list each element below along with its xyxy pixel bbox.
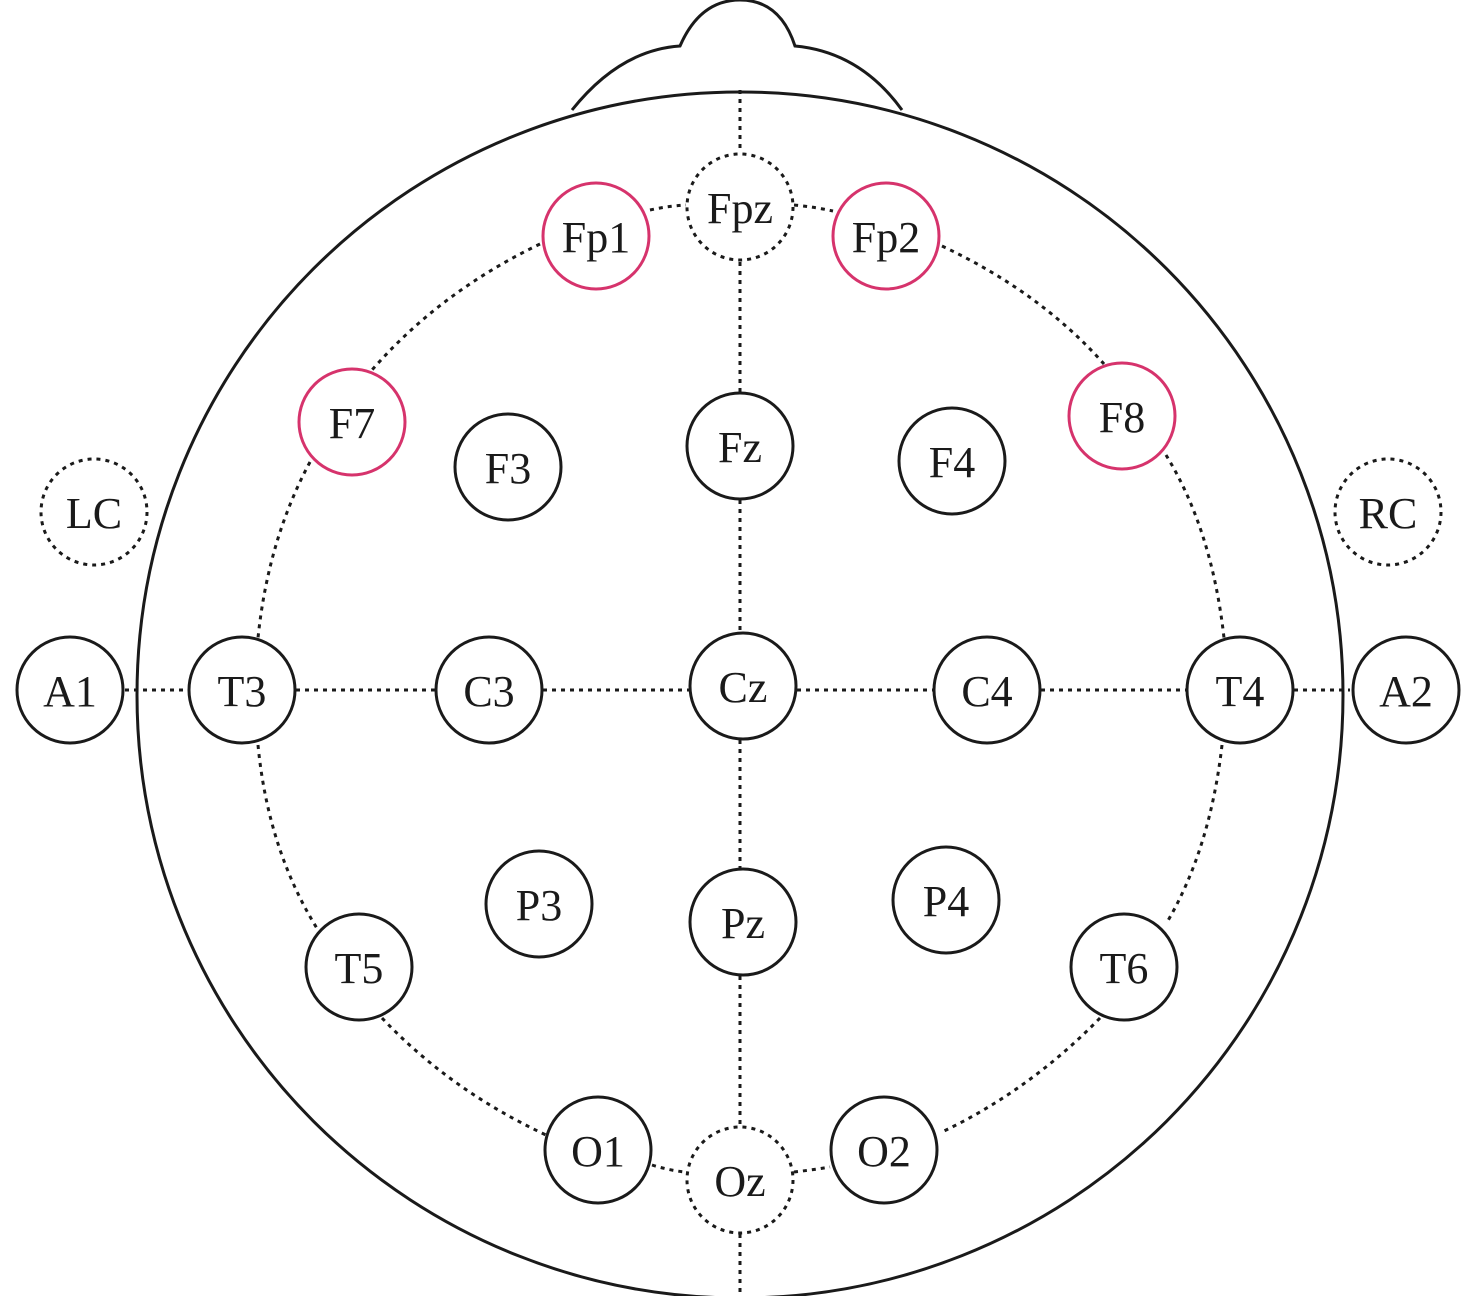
electrode-o1: O1 <box>543 1095 653 1205</box>
electrode-circle <box>685 152 795 262</box>
electrode-fpz: Fpz <box>685 152 795 262</box>
reference-lines <box>125 90 1350 1296</box>
electrode-label: F4 <box>929 438 975 487</box>
electrode-label: A1 <box>43 667 97 716</box>
ring-segment <box>941 244 1106 365</box>
electrode-c4: C4 <box>932 635 1042 745</box>
electrode-circle <box>187 635 297 745</box>
electrode-label: O1 <box>571 1127 625 1176</box>
electrode-a2: A2 <box>1351 635 1461 745</box>
electrode-circle <box>688 631 798 741</box>
electrode-label: T5 <box>335 944 384 993</box>
ring-segment <box>793 1165 831 1174</box>
electrode-circle <box>543 1095 653 1205</box>
ring-segment <box>651 1163 685 1174</box>
electrode-rc: RC <box>1333 457 1443 567</box>
electrode-label: P4 <box>923 877 969 926</box>
electrode-circle <box>891 845 1001 955</box>
electrode-oz: Oz <box>685 1125 795 1235</box>
electrode-circle <box>1333 457 1443 567</box>
electrode-p3: P3 <box>484 849 594 959</box>
electrode-label: P3 <box>516 881 562 930</box>
electrode-t4: T4 <box>1185 635 1295 745</box>
electrode-circle <box>829 1095 939 1205</box>
electrode-circle <box>685 1125 795 1235</box>
electrode-t6: T6 <box>1069 912 1179 1022</box>
electrode-label: F3 <box>485 444 531 493</box>
electrode-c3: C3 <box>434 635 544 745</box>
electrode-label: Fp1 <box>562 213 630 262</box>
ring-segment <box>1164 744 1224 925</box>
electrode-label: F8 <box>1099 393 1145 442</box>
ring-segment <box>793 203 834 213</box>
ring-segment <box>256 461 312 639</box>
ring-segment <box>256 744 320 931</box>
electrode-t3: T3 <box>187 635 297 745</box>
electrode-label: O2 <box>857 1127 911 1176</box>
electrode-f4: F4 <box>897 406 1007 516</box>
electrode-circle <box>1067 361 1177 471</box>
electrode-circle <box>39 457 149 567</box>
ring-segment <box>370 242 541 371</box>
electrode-fp2: Fp2 <box>831 181 941 291</box>
electrode-label: LC <box>66 489 122 538</box>
electrode-lc: LC <box>39 457 149 567</box>
electrode-label: T3 <box>218 667 267 716</box>
electrode-pz: Pz <box>688 867 798 977</box>
electrode-f8: F8 <box>1067 361 1177 471</box>
electrode-circle <box>15 635 125 745</box>
electrode-label: T4 <box>1216 667 1265 716</box>
electrode-circle <box>304 912 414 1022</box>
ring-segment <box>941 1016 1102 1134</box>
nose-outline <box>570 0 904 111</box>
electrode-label: Pz <box>721 899 765 948</box>
electrode-circle <box>685 391 795 501</box>
ring-segment <box>380 1016 547 1137</box>
electrode-label: Oz <box>714 1157 765 1206</box>
electrode-fz: Fz <box>685 391 795 501</box>
electrode-label: C3 <box>463 667 514 716</box>
electrode-label: A2 <box>1379 667 1433 716</box>
electrode-p4: P4 <box>891 845 1001 955</box>
electrode-circle <box>688 867 798 977</box>
electrode-label: C4 <box>961 667 1012 716</box>
ring-segment <box>649 203 687 212</box>
electrode-circle <box>1351 635 1461 745</box>
ring-segment <box>1164 454 1226 639</box>
electrode-circle <box>1069 912 1179 1022</box>
electrode-label: RC <box>1359 489 1418 538</box>
electrode-label: Fz <box>718 423 762 472</box>
electrode-f3: F3 <box>453 412 563 522</box>
electrode-cz: Cz <box>688 631 798 741</box>
electrode-circle <box>453 412 563 522</box>
electrode-circle <box>1185 635 1295 745</box>
electrode-o2: O2 <box>829 1095 939 1205</box>
electrode-circle <box>484 849 594 959</box>
electrode-circle <box>831 181 941 291</box>
electrode-label: T6 <box>1100 944 1149 993</box>
electrode-fp1: Fp1 <box>541 181 651 291</box>
electrode-circle <box>897 406 1007 516</box>
electrode-label: Fp2 <box>852 213 920 262</box>
electrode-a1: A1 <box>15 635 125 745</box>
electrode-circle <box>932 635 1042 745</box>
electrode-label: Fpz <box>707 184 773 233</box>
electrode-circle <box>434 635 544 745</box>
electrode-label: F7 <box>329 399 375 448</box>
electrode-label: Cz <box>719 663 768 712</box>
electrode-t5: T5 <box>304 912 414 1022</box>
electrode-circle <box>541 181 651 291</box>
electrode-circle <box>297 367 407 477</box>
electrode-f7: F7 <box>297 367 407 477</box>
